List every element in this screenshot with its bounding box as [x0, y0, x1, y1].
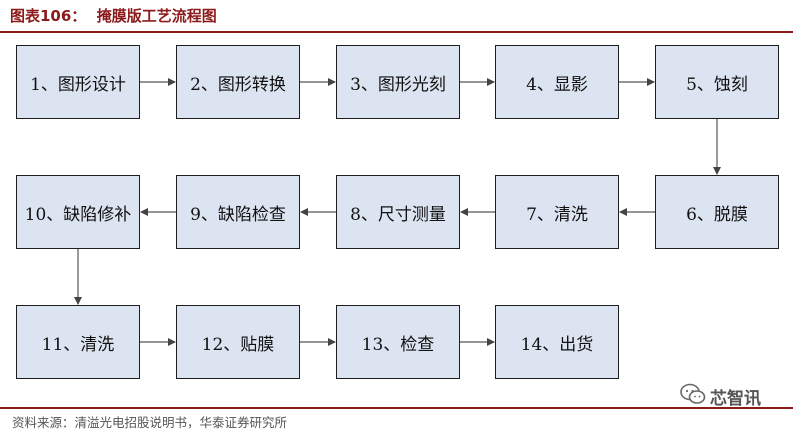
step-4-box: 4、显影 — [495, 45, 619, 119]
step-13-box: 13、检查 — [336, 305, 460, 379]
watermark: 芯智讯 — [680, 383, 761, 410]
step-14-box: 14、出货 — [495, 305, 619, 379]
source-rule — [0, 407, 793, 409]
watermark-text: 芯智讯 — [710, 389, 761, 409]
step-7-box: 7、清洗 — [495, 175, 619, 249]
wechat-icon — [680, 383, 706, 410]
step-11-box: 11、清洗 — [16, 305, 140, 379]
step-1-box: 1、图形设计 — [16, 45, 140, 119]
step-12-box: 12、贴膜 — [176, 305, 300, 379]
step-10-box: 10、缺陷修补 — [16, 175, 140, 249]
step-8-box: 8、尺寸测量 — [336, 175, 460, 249]
step-3-box: 3、图形光刻 — [336, 45, 460, 119]
figure-title: 图表106： 掩膜版工艺流程图 — [10, 7, 217, 25]
source-note: 资料来源：清溢光电招股说明书，华泰证券研究所 — [12, 415, 288, 430]
step-6-box: 6、脱膜 — [655, 175, 779, 249]
step-9-box: 9、缺陷检查 — [176, 175, 300, 249]
title-rule — [0, 31, 793, 33]
step-5-box: 5、蚀刻 — [655, 45, 779, 119]
step-2-box: 2、图形转换 — [176, 45, 300, 119]
